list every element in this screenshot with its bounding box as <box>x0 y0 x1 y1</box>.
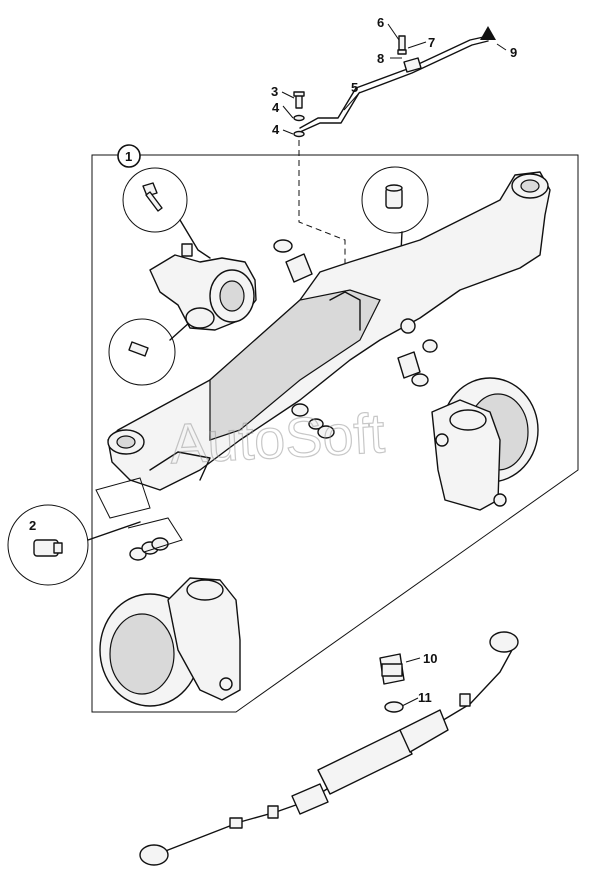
fitting-and-washer <box>379 653 405 713</box>
callout-10: 10 <box>423 651 437 666</box>
breather-cap <box>480 26 496 40</box>
axle-housing <box>95 171 551 519</box>
breather-path-dashed <box>298 140 346 296</box>
callout-3: 3 <box>271 84 278 99</box>
callout-6: 6 <box>377 15 384 30</box>
callout-7: 7 <box>428 35 435 50</box>
leader-lines <box>281 23 507 707</box>
detail-circle-bolt <box>122 167 211 259</box>
callout-8: 8 <box>377 51 384 66</box>
callout-2: 2 <box>29 518 36 533</box>
detail-circle-item-2 <box>7 504 141 586</box>
seal-rings <box>127 517 183 561</box>
callout-5: 5 <box>351 80 358 95</box>
steering-cylinder <box>139 631 519 866</box>
callout-9: 9 <box>510 45 517 60</box>
bushings <box>273 239 438 439</box>
detail-circle-pin <box>361 166 429 273</box>
right-steering-knuckle <box>431 377 539 511</box>
left-steering-knuckle <box>99 577 241 707</box>
callout-1-circle <box>117 144 141 168</box>
watermark: AutoSoft <box>168 401 386 475</box>
callout-11: 11 <box>418 690 432 705</box>
left-hub-bracket <box>149 243 257 331</box>
detail-circle-dowel <box>108 318 191 386</box>
callout-4a: 4 <box>272 100 280 115</box>
callout-4b: 4 <box>272 122 280 137</box>
breather-pipe <box>299 26 496 133</box>
callout-1: 1 <box>125 149 132 164</box>
assembly-boundary <box>91 154 579 713</box>
bolt-and-washers <box>293 91 305 138</box>
